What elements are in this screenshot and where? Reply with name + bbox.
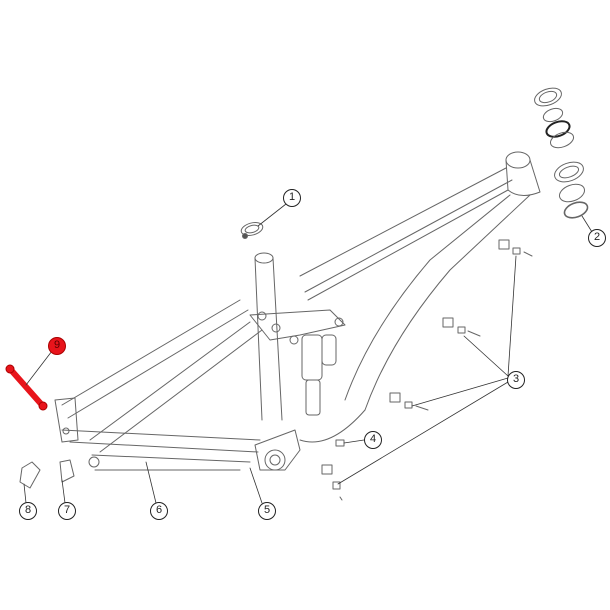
callout-5[interactable]: 5 [258,502,276,520]
headset-parts-icon [534,87,589,219]
callout-9-highlighted[interactable]: 9 [48,337,66,355]
leader-lines [23,203,593,504]
rear-axle-icon [5,364,48,411]
callout-1[interactable]: 1 [283,189,301,207]
callout-3[interactable]: 3 [507,371,525,389]
callout-2[interactable]: 2 [588,229,606,247]
callout-4[interactable]: 4 [364,431,382,449]
callout-7[interactable]: 7 [58,502,76,520]
callout-8[interactable]: 8 [19,502,37,520]
cable-guide-icon [321,239,533,501]
seat-clamp-icon [240,222,264,239]
callout-6[interactable]: 6 [150,502,168,520]
